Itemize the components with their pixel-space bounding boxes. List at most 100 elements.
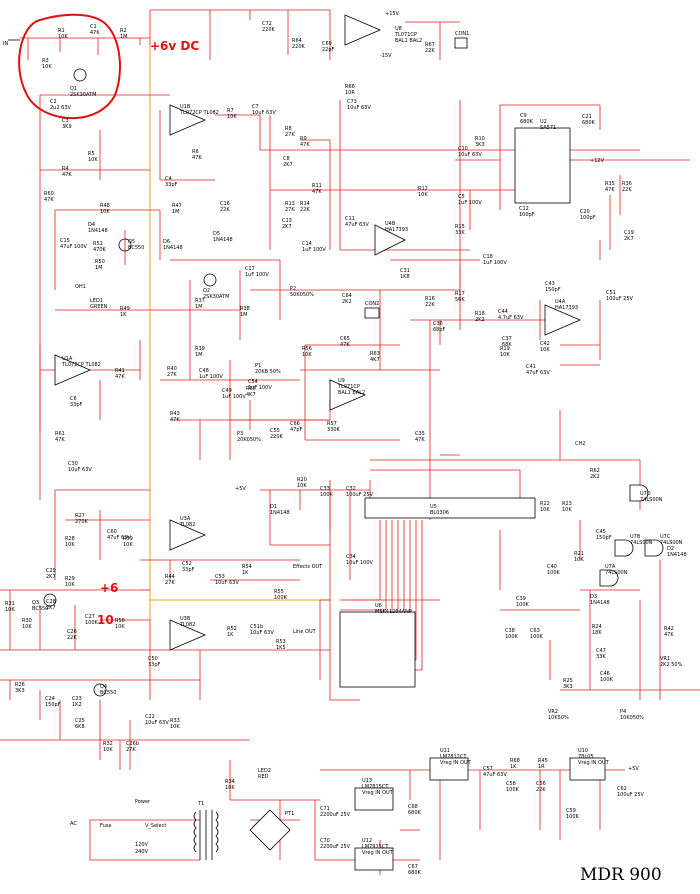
ics-ref-u11: U11 [440, 748, 450, 754]
capacitors-ref-c26b: C26b [126, 741, 139, 747]
capacitors-ref-c15: C15 [60, 238, 70, 244]
resistors-value-r27: 270K [75, 519, 89, 525]
ics-value-u1a: TL072CP TL082 [61, 362, 101, 368]
capacitors-ref-c29: C29 [46, 568, 56, 574]
resistors-ref-r63: R63 [370, 351, 380, 357]
resistors-ref-r33: R33 [170, 718, 180, 724]
resistors-ref-r42: R42 [664, 626, 674, 632]
capacitors-ref-c12: C12 [519, 206, 529, 212]
annotation-6v-dc: +6v DC [150, 39, 199, 53]
capacitors-value-c13: 2K7 [282, 224, 292, 230]
ics-value-u9: TL071CP [337, 384, 360, 390]
resistors-ref-r26: R26 [15, 682, 25, 688]
capacitors-ref-c16: C16 [220, 201, 230, 207]
ic-u6 [339, 611, 416, 688]
resistors-ref-r35: R35 [605, 181, 615, 187]
transformer-t1 [193, 810, 219, 860]
capacitors-ref-c55: C55 [270, 428, 280, 434]
semis-ref-d1: D1 [270, 504, 277, 510]
fuse-label: Fuse [100, 823, 111, 829]
opamp-u1a [54, 354, 92, 386]
ics-extra-u13: Vreg IN OUT [362, 790, 394, 796]
capacitors-ref-c30: C30 [68, 461, 78, 467]
resistors-ref-r31: R31 [5, 601, 15, 607]
resistors-ref-r67: R67 [425, 42, 435, 48]
resistors-ref-r57: R57 [327, 421, 337, 427]
resistors-value-r42: 47K [664, 632, 674, 638]
resistors-ref-r41: R41 [115, 368, 125, 374]
capacitors-ref-c54: C54 [248, 379, 258, 385]
capacitors-value-c1: 47K [90, 30, 100, 36]
capacitors-ref-c65: C65 [340, 336, 350, 342]
semis-ref-q3: Q3 [32, 600, 39, 606]
resistors-value-r18: 2K2 [475, 317, 485, 323]
capacitors-ref-c24: C24 [45, 696, 55, 702]
capacitors-ref-c27: C27 [85, 614, 95, 620]
nand-gates [599, 484, 664, 587]
capacitors-ref-c9: C9 [520, 113, 527, 119]
capacitors-ref-c14: C14 [302, 241, 312, 247]
resistors-ref-r56: R56 [302, 346, 312, 352]
con2-label: CON2 [365, 301, 379, 307]
resistors-value-r5: 10K [88, 157, 98, 163]
ic-u5 [364, 497, 536, 519]
ics-ref-u1a: U1A [62, 356, 73, 362]
rail-p12-u2: +12V [590, 158, 605, 164]
capacitors-value-c3: 3K9 [62, 124, 72, 130]
ics-value-u12: LM7915CT [362, 844, 389, 850]
resistors-ref-r18: R18 [475, 311, 485, 317]
bridge-pt1 [249, 809, 291, 851]
annotation-ten: 10 [97, 613, 114, 627]
resistors-ref-r43: R43 [170, 411, 180, 417]
ics-value-u7b: 74LS00N [630, 540, 653, 546]
capacitors-ref-c19: C19 [624, 230, 634, 236]
capacitors-value-c62: 100uF 25V [617, 792, 645, 798]
capacitors-value-c8: 2K7 [283, 162, 293, 168]
ics-ref-u3b: U3B [180, 616, 191, 622]
capacitors-value-c31: 1K8 [400, 274, 410, 280]
capacitors-value-c65: 47K [340, 342, 350, 348]
oh1-label: OH1 [75, 284, 86, 290]
pots-value-vr1: 2K2 50% [660, 662, 683, 668]
ics-value-u7c: 74LS00N [660, 540, 683, 546]
resistors-value-r67: 22K [425, 48, 435, 54]
capacitors-ref-c8: C8 [283, 156, 290, 162]
resistors-ref-r5: R5 [88, 151, 95, 157]
capacitors-value-c72: 220K [262, 27, 276, 33]
ics-value-u3b: TL082 [179, 622, 195, 628]
pots-ref-p4: P4 [620, 709, 626, 715]
capacitors-value-c18: 1uF 100V [483, 260, 507, 266]
capacitors-value-c70: 2200uF 25V [320, 844, 351, 850]
resistors-ref-r16: R16 [425, 296, 435, 302]
resistors-ref-r48: R48 [100, 203, 110, 209]
capacitors-ref-c17: C17 [245, 266, 255, 272]
resistors-value-r14: 22K [300, 207, 310, 213]
semis-value-led2: RED [258, 774, 269, 780]
capacitors-ref-c67: C67 [408, 864, 418, 870]
capacitors-ref-c41: C41 [526, 364, 536, 370]
capacitors-ref-c62: C62 [617, 786, 627, 792]
resistors-value-r9: 47K [300, 142, 310, 148]
resistors-value-r6: 47K [192, 155, 202, 161]
resistors-ref-r47: R47 [172, 203, 182, 209]
capacitors-value-c26b: 27K [126, 747, 136, 753]
capacitors-value-c58: 100K [506, 787, 520, 793]
capacitors-value-c25: 6K8 [75, 724, 85, 730]
capacitors-ref-c7: C7 [252, 104, 259, 110]
opamp-u3b [169, 619, 207, 651]
resistors-ref-r12: R12 [418, 186, 428, 192]
t1-label: T1 [197, 801, 204, 807]
pt1-label: PT1 [285, 811, 294, 817]
capacitors-value-c24: 150pF [45, 702, 61, 708]
resistors-ref-r40: R40 [167, 366, 177, 372]
resistors-ref-r65: R65 [246, 386, 256, 392]
capacitors-ref-c69: C69 [322, 41, 332, 47]
resistors-value-r11: 47K [312, 189, 322, 195]
capacitors-value-c44: 4.7uF 63V [498, 315, 524, 321]
resistors-ref-r36: R36 [622, 181, 632, 187]
resistors-value-r39: 1M [195, 352, 203, 358]
capacitors-value-c54: 1uF 100V [248, 385, 272, 391]
semis-ref-d6: D6 [163, 239, 170, 245]
effects-out-label: Effects OUT [293, 564, 323, 570]
